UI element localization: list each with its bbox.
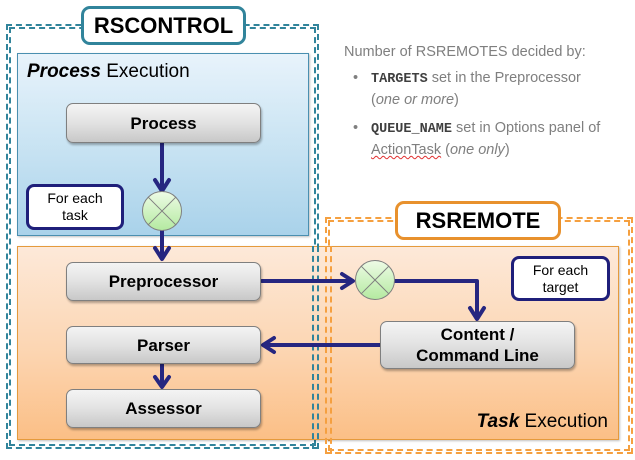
bullet-icon: • [353, 120, 359, 136]
task-execution-title: Task Execution [477, 411, 608, 433]
targets-count-note: one or more [375, 92, 455, 108]
for-each-task-note: For each task [26, 184, 124, 230]
bullet-icon: • [353, 70, 359, 86]
rsremotes-explanation: Number of RSREMOTES decided by: • TARGET… [344, 42, 634, 168]
code-queue-name: QUEUE_NAME [371, 122, 453, 137]
process-execution-title: Process Execution [27, 61, 190, 83]
rscontrol-outline-overlap [312, 246, 319, 449]
task-execution-title-rest: Execution [519, 411, 608, 432]
explanation-heading: Number of RSREMOTES decided by: [344, 44, 586, 60]
process-node: Process [66, 103, 261, 143]
preprocessor-node-label: Preprocessor [108, 272, 219, 291]
parser-node: Parser [66, 326, 261, 364]
assessor-node: Assessor [66, 389, 261, 428]
queue-count-note: one only [449, 142, 505, 158]
rscontrol-label: RSCONTROL [81, 6, 246, 45]
explanation-item-targets: • TARGETS set in the Preprocessor (one o… [344, 68, 634, 110]
for-each-task-line2: task [62, 207, 88, 223]
actiontask-term: ActionTask [371, 142, 442, 158]
for-each-task-line1: For each [47, 190, 103, 206]
explanation-list: • TARGETS set in the Preprocessor (one o… [344, 68, 634, 160]
explanation-item-queue-name: • QUEUE_NAME set in Options panel of Act… [344, 118, 634, 160]
preprocessor-node: Preprocessor [66, 262, 261, 301]
rsremote-label: RSREMOTE [395, 201, 561, 240]
targets-text: set in the Preprocessor [427, 70, 581, 86]
queue-name-text: set in Options panel of [452, 120, 601, 136]
code-targets: TARGETS [371, 72, 428, 87]
parser-node-label: Parser [137, 335, 190, 355]
content-command-line-label: Content / Command Line [416, 324, 539, 366]
process-node-label: Process [130, 113, 197, 133]
task-execution-title-bold: Task [476, 411, 520, 432]
process-execution-title-rest: Execution [100, 61, 190, 82]
process-execution-title-bold: Process [27, 61, 101, 82]
paren-open: ( [441, 142, 450, 158]
content-label-line2: Command Line [416, 346, 539, 365]
content-label-line1: Content / [440, 325, 515, 344]
paren-close: ) [504, 142, 510, 158]
paren-open: ( [371, 92, 376, 108]
paren-close: ) [454, 92, 459, 108]
assessor-node-label: Assessor [125, 399, 202, 418]
rsremote-label-text: RSREMOTE [415, 207, 541, 233]
rscontrol-label-text: RSCONTROL [93, 12, 234, 38]
rsremote-outline-overlap [325, 246, 332, 454]
content-command-line-node: Content / Command Line [380, 321, 575, 369]
for-each-target-note: For each target [511, 256, 610, 301]
for-each-target-line1: For each [532, 261, 589, 278]
for-each-target-line2: target [542, 278, 579, 295]
